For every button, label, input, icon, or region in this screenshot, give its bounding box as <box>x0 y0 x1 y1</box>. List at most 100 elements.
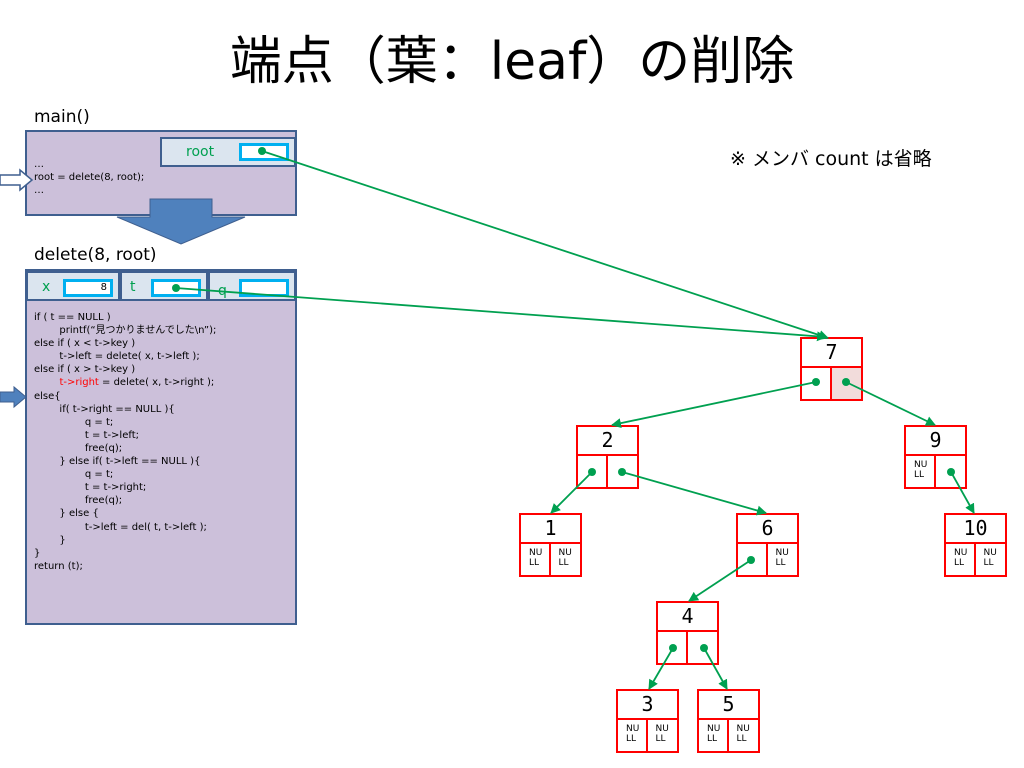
node-key: 9 <box>906 427 965 456</box>
delete-code-line: free(q); <box>34 495 123 507</box>
x-value-slot: 8 <box>63 279 113 297</box>
null-text-bottom: LL <box>655 734 666 744</box>
delete-code-line: else{ <box>34 390 61 402</box>
delete-code-line: } <box>34 547 41 559</box>
delete-code-line: else if ( x < t->key ) <box>34 338 136 350</box>
main-current-line-marker <box>0 168 34 192</box>
main-code: …root = delete(8, root);… <box>34 158 144 197</box>
null-text-top: NU <box>736 724 750 734</box>
pointer-dot <box>842 378 850 386</box>
member-note: ※ メンバ count は省略 <box>730 148 932 170</box>
edge-6-4 <box>688 559 752 602</box>
delete-code-line: t->right = delete( x, t->right ); <box>59 377 215 389</box>
null-text-bottom: LL <box>707 734 718 744</box>
delete-code-line: free(q); <box>34 442 123 454</box>
null-text-top: NU <box>775 548 789 558</box>
edge-9-10 <box>950 471 975 514</box>
node-key: 10 <box>946 515 1005 544</box>
pointer-dot <box>669 644 677 652</box>
node-left-pointer <box>578 456 608 487</box>
t-variable-label: t <box>130 279 136 295</box>
delete-code-line: } else if( t->left == NULL ){ <box>34 456 201 468</box>
delete-code-line: } <box>34 534 66 546</box>
main-code-line: … <box>34 159 44 170</box>
pointer-dot <box>618 468 626 476</box>
delete-code-line: if( t->right == NULL ){ <box>34 403 175 415</box>
null-text-bottom: LL <box>626 734 637 744</box>
edge-4-5 <box>703 647 728 690</box>
null-text-bottom: LL <box>914 470 925 480</box>
main-code-line: … <box>34 185 44 197</box>
delete-code-line: return (t); <box>34 560 83 572</box>
node-key: 3 <box>618 691 677 720</box>
delete-code-line: } else { <box>34 508 99 520</box>
null-text-top: NU <box>707 724 721 734</box>
null-text-top: NU <box>558 548 572 558</box>
delete-code-line: t = t->left; <box>34 429 139 441</box>
x-variable-label: x <box>42 279 51 295</box>
pointer-dot <box>812 378 820 386</box>
delete-current-line-marker <box>0 385 27 409</box>
null-text-bottom: LL <box>529 558 540 568</box>
pointer-dot <box>700 644 708 652</box>
t-pointer-dot <box>172 284 180 292</box>
root-pointer-line <box>261 150 829 340</box>
null-text-top: NU <box>914 460 928 470</box>
null-text-bottom: LL <box>983 558 994 568</box>
node-key: 4 <box>658 603 717 632</box>
root-pointer-dot <box>258 147 266 155</box>
null-text-top: NU <box>626 724 640 734</box>
null-text-bottom: LL <box>736 734 747 744</box>
root-variable-label: root <box>186 144 215 160</box>
delete-code-line: if ( t == NULL ) <box>34 312 111 323</box>
main-frame-label: main() <box>34 107 90 127</box>
edge-7-2 <box>611 381 817 429</box>
node-left-pointer <box>658 632 688 663</box>
pointer-dot <box>588 468 596 476</box>
pointer-dot <box>947 468 955 476</box>
delete-code: if ( t == NULL ) printf(“見つかりませんでした\n”);… <box>34 311 216 573</box>
edge-4-3 <box>648 647 674 690</box>
current-target-highlight: t->right <box>59 377 99 389</box>
null-text-top: NU <box>529 548 543 558</box>
null-text-top: NU <box>954 548 968 558</box>
delete-stack-frame <box>25 269 297 625</box>
null-text-top: NU <box>655 724 669 734</box>
pointer-dot <box>747 556 755 564</box>
edge-7-9 <box>845 381 936 426</box>
delete-code-line: t->left = delete( x, t->left ); <box>34 351 200 363</box>
node-key: 2 <box>578 427 637 456</box>
delete-code-line: printf(“見つかりませんでした\n”); <box>34 325 217 337</box>
t-pointer-line <box>175 287 827 342</box>
slide-title: 端点（葉：leaf）の削除 <box>229 32 795 92</box>
delete-code-line: t->left = del( t, t->left ); <box>34 521 207 533</box>
delete-code-line: else if ( x > t->key ) <box>34 364 136 376</box>
null-text-bottom: LL <box>775 558 786 568</box>
node-key: 7 <box>802 339 861 368</box>
delete-code-line: q = t; <box>34 416 114 428</box>
node-key: 1 <box>521 515 580 544</box>
null-text-top: NU <box>983 548 997 558</box>
delete-code-line: t = t->right; <box>34 482 147 494</box>
node-key: 5 <box>699 691 758 720</box>
delete-frame-label: delete(8, root) <box>34 245 157 265</box>
node-left-pointer <box>738 544 768 575</box>
edge-2-1 <box>550 471 593 514</box>
node-left-pointer <box>802 368 832 399</box>
